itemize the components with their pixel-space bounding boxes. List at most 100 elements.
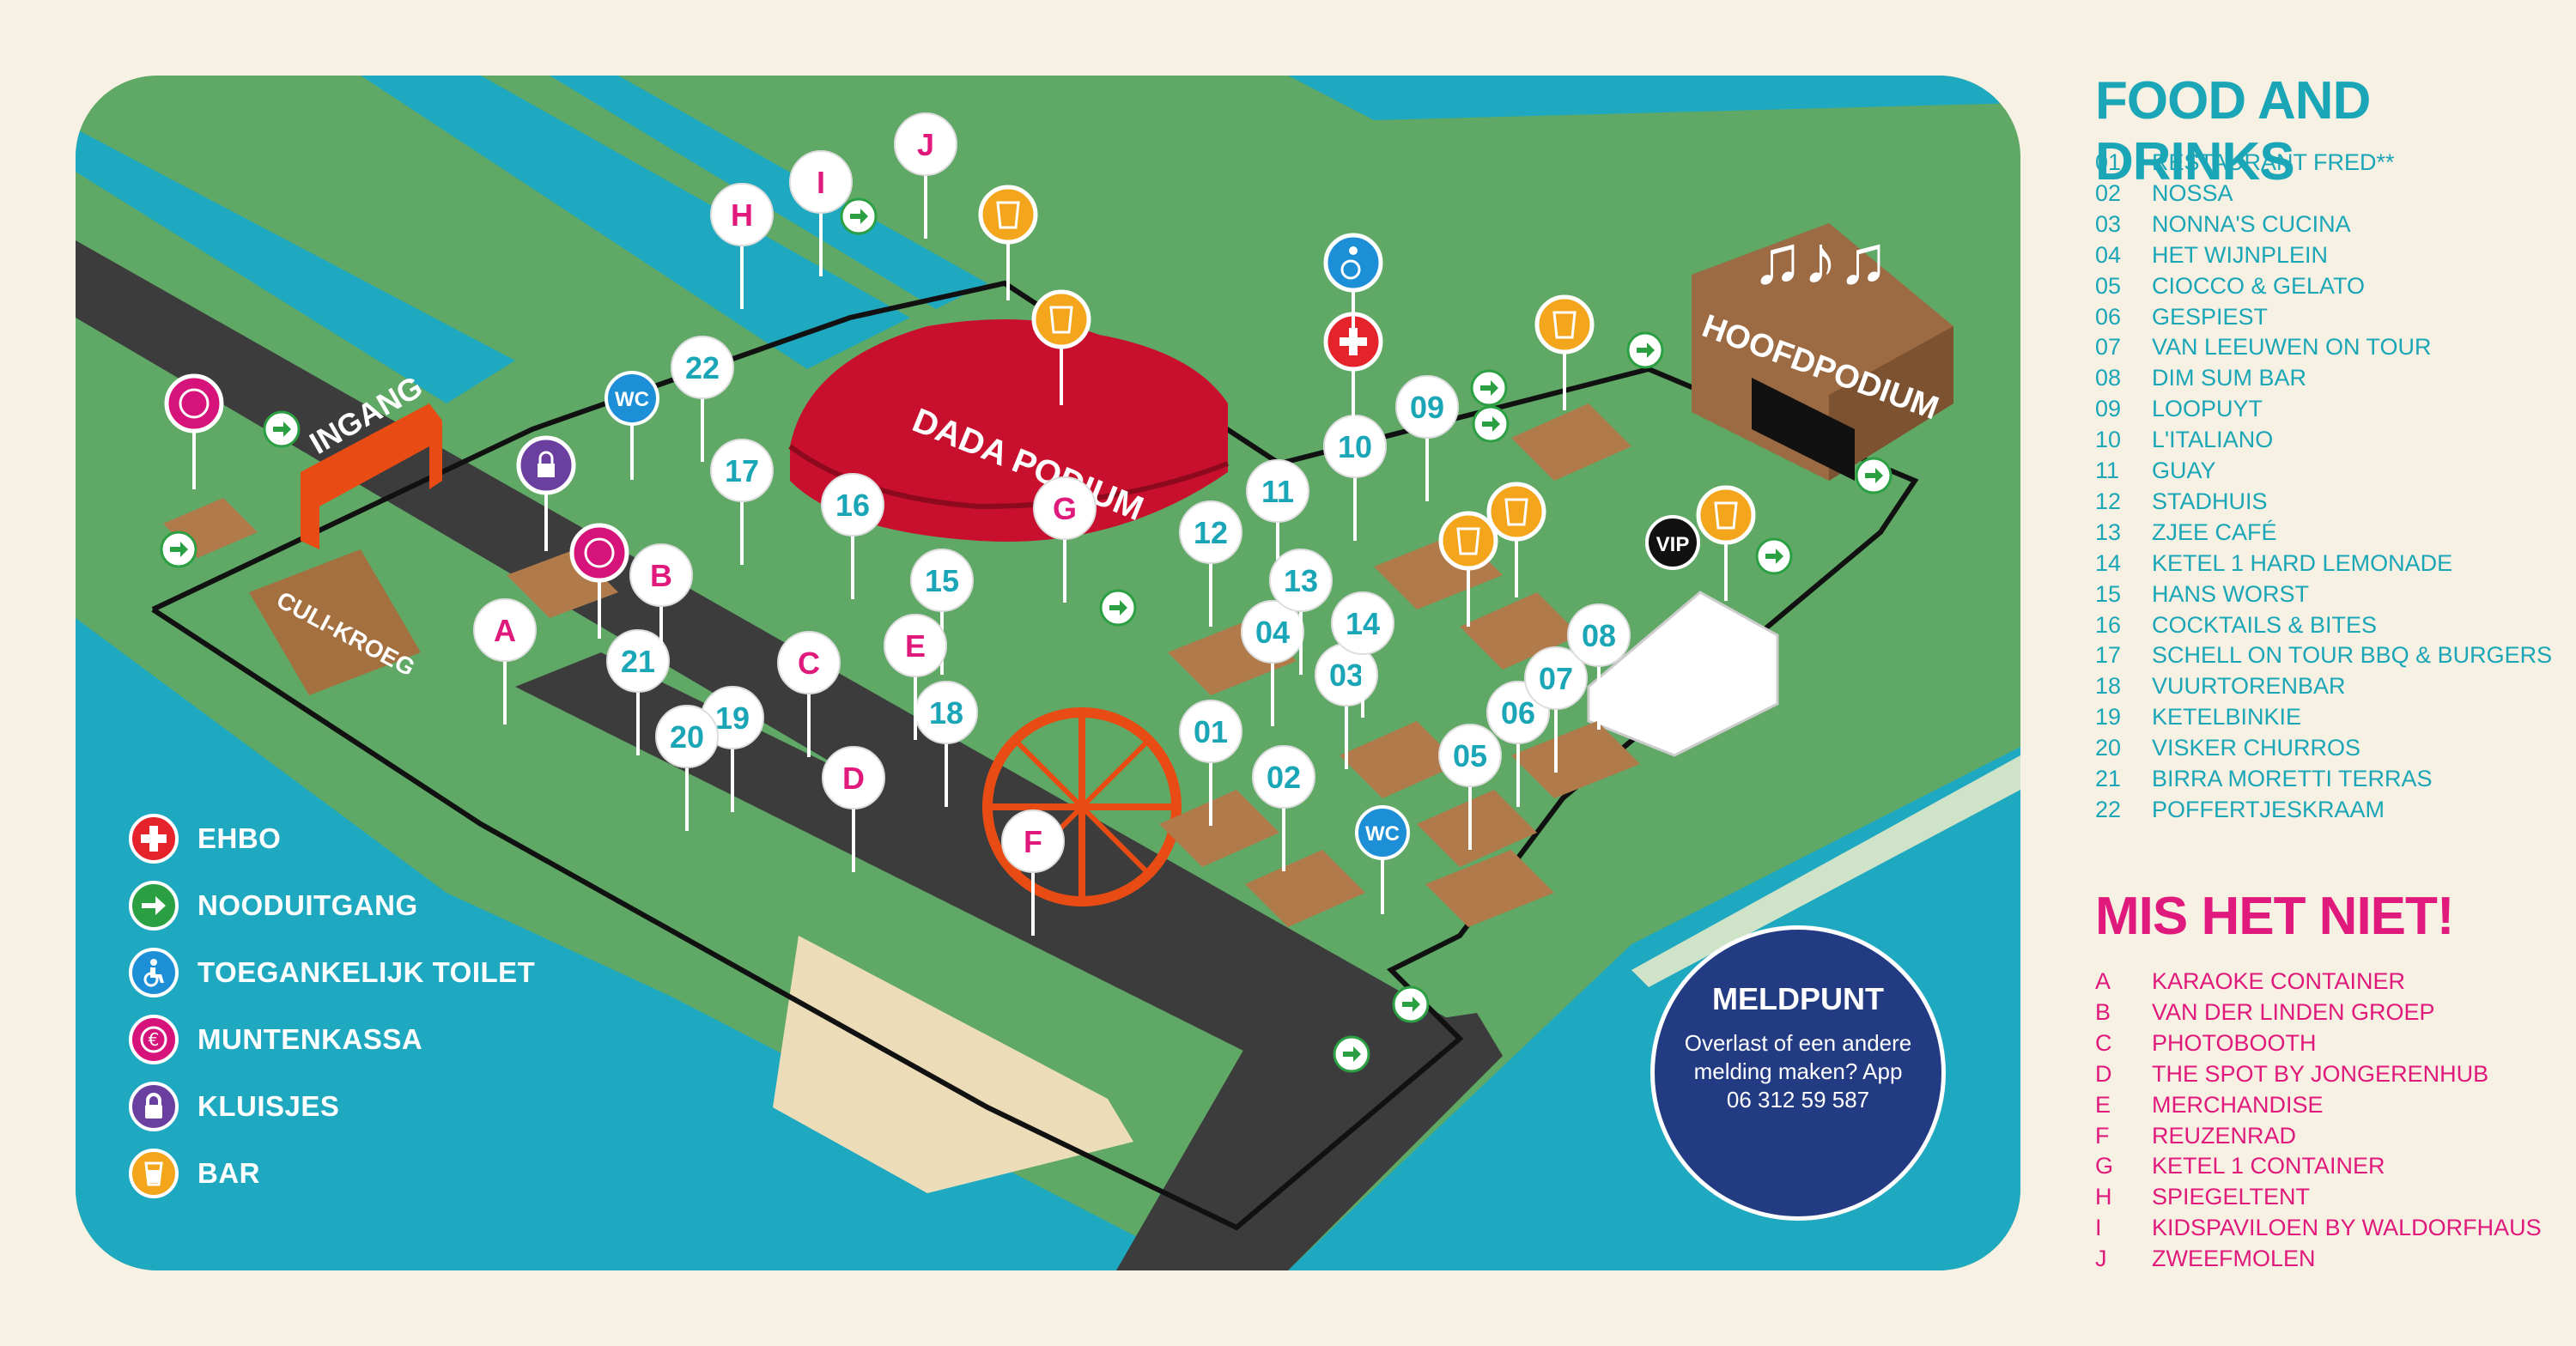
food-pin[interactable]: 15 (910, 549, 974, 675)
attraction-pin[interactable]: E (884, 614, 947, 740)
misniet-item-name: KIDSPAVILOEN BY WALDORFHAUS (2152, 1215, 2542, 1241)
food-pin[interactable]: 20 (655, 705, 719, 831)
pin-label: 01 (1194, 714, 1228, 749)
food-item-number: 19 (2095, 704, 2122, 731)
svg-text:€: € (149, 1029, 160, 1050)
pin-label: 22 (685, 350, 720, 385)
ferris-wheel[interactable] (982, 707, 1182, 906)
emergency-exit-pin-icon (1855, 457, 1893, 494)
legend-label: EHBO (197, 822, 282, 854)
food-item-number: 20 (2095, 735, 2122, 761)
attraction-pin[interactable]: C (777, 631, 841, 757)
food-item-number: 02 (2095, 179, 2122, 206)
culi-kroeg-building[interactable]: CULI-KROEG (249, 549, 421, 695)
food-pin[interactable]: 12 (1179, 500, 1242, 627)
canal-right (1631, 755, 2020, 987)
dada-podium-tent[interactable]: DADA PODIUM (788, 319, 1230, 542)
misniet-item-name: KETEL 1 CONTAINER (2152, 1153, 2385, 1179)
lockers-pin-icon[interactable] (516, 435, 576, 551)
coin-desk-pin-icon[interactable] (569, 523, 629, 639)
food-item-name: STADHUIS (2152, 488, 2268, 514)
road-lower (515, 652, 1460, 1116)
food-pin[interactable]: 13 (1269, 549, 1333, 675)
emergency-exit-pin-icon (1626, 331, 1664, 369)
bar-pin-icon[interactable] (1031, 289, 1091, 405)
vip-tent[interactable]: VIP (1587, 515, 1779, 757)
legend-item-ehbo: EHBO (129, 811, 281, 866)
food-pin[interactable]: 22 (671, 336, 734, 462)
misniet-item-letter: I (2095, 1215, 2102, 1241)
wc-pin[interactable]: WC (605, 371, 659, 480)
food-pin[interactable]: 07 (1524, 646, 1588, 773)
sand-area (773, 936, 1133, 1193)
food-item-number: 18 (2095, 673, 2122, 700)
hoofdpodium-stage[interactable]: HOOFDPODIUM ♫♪♫ (1692, 221, 1953, 481)
attraction-pin[interactable]: B (629, 543, 693, 670)
pin-label: 07 (1539, 661, 1573, 696)
misniet-item-letter: F (2095, 1122, 2110, 1149)
pin-label: 08 (1582, 618, 1616, 653)
pin-label: G (1053, 491, 1077, 526)
food-pin[interactable]: 18 (914, 681, 978, 807)
attraction-pin[interactable]: H (710, 183, 774, 309)
food-pin[interactable]: 02 (1252, 745, 1315, 871)
bar-pin-icon[interactable] (978, 185, 1038, 300)
food-pin[interactable]: 01 (1179, 700, 1242, 826)
bar-pin-icon[interactable] (1534, 294, 1595, 410)
food-list-item: 20 VISKER CHURROS (2095, 735, 2559, 766)
food-pin[interactable]: 17 (710, 439, 774, 565)
attraction-pin[interactable]: G (1033, 476, 1097, 603)
food-item-name: KETELBINKIE (2152, 704, 2302, 731)
pin-label: 02 (1267, 760, 1301, 795)
vip-badge (1645, 515, 1700, 570)
food-item-name: VUURTORENBAR (2152, 673, 2346, 700)
coin-desk-pin-icon[interactable] (164, 373, 224, 489)
food-pin[interactable]: 16 (821, 473, 884, 599)
pin-label: 17 (725, 453, 759, 488)
legend-item-toilet: TOEGANKELIJK TOILET (129, 945, 535, 1000)
food-item-name: POFFERTJESKRAAM (2152, 796, 2385, 822)
food-pin[interactable]: 14 (1331, 591, 1394, 718)
food-item-name: CIOCCO & GELATO (2152, 272, 2366, 299)
food-pin[interactable]: 09 (1395, 375, 1459, 501)
canal-top (361, 76, 910, 369)
food-pin[interactable]: 21 (606, 629, 670, 755)
food-item-number: 22 (2095, 796, 2122, 822)
accessible-toilet-icon (129, 948, 179, 997)
bar-pin-icon[interactable] (1438, 511, 1498, 627)
bar-pin-icon[interactable] (1696, 485, 1756, 601)
food-pin[interactable]: 08 (1567, 603, 1631, 730)
food-pin[interactable]: 11 (1246, 459, 1309, 585)
wc-pin[interactable]: WC (1355, 805, 1410, 914)
emergency-exit-icon (129, 881, 179, 931)
attraction-pin[interactable]: I (789, 150, 853, 276)
pin-label: E (905, 628, 926, 664)
attraction-pin[interactable]: A (473, 598, 537, 725)
emergency-exit-pin-icon (1333, 1035, 1370, 1073)
pin-label: F (1024, 824, 1042, 859)
emergency-exit-pin-icon (840, 197, 878, 235)
legend-item-kluisjes: KLUISJES (129, 1079, 339, 1134)
pin-label: 16 (835, 488, 870, 523)
wc-label: WC (1365, 822, 1400, 846)
attraction-pin[interactable]: D (822, 746, 885, 872)
misniet-item-name: PHOTOBOOTH (2152, 1029, 2317, 1056)
food-item-number: 14 (2095, 549, 2122, 576)
misniet-item-name: REUZENRAD (2152, 1122, 2297, 1149)
accessible-toilet-pin-icon[interactable] (1323, 233, 1383, 349)
attraction-pin[interactable]: F (1001, 809, 1065, 936)
food-pin[interactable]: 04 (1241, 600, 1304, 726)
bar-pin-icon[interactable] (1486, 482, 1546, 597)
food-item-name: VISKER CHURROS (2152, 735, 2361, 761)
food-pin[interactable]: 05 (1438, 724, 1502, 850)
food-title: FOOD AND DRINKS (2095, 71, 2371, 191)
food-pin[interactable]: 10 (1323, 415, 1387, 541)
attraction-pin[interactable]: J (894, 112, 957, 239)
